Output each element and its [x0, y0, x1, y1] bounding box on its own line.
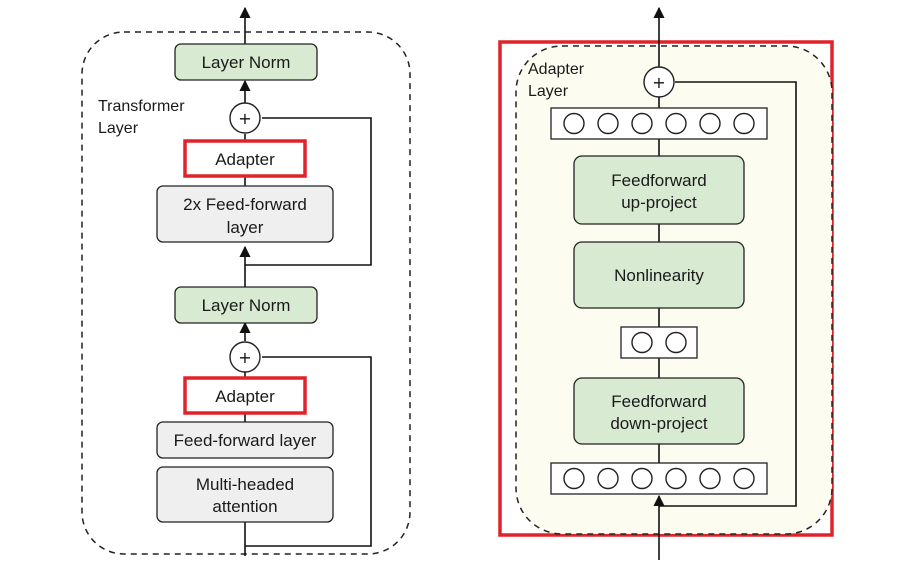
adapter-plus-label: +	[652, 73, 665, 92]
bottom-unit-circle-icon	[631, 467, 653, 490]
bottom-adapter-label: Adapter	[215, 387, 275, 406]
middle-layer-norm-label: Layer Norm	[202, 296, 291, 315]
adapter-add-circle-icon	[643, 66, 675, 98]
top-units-circles	[563, 112, 755, 135]
feed-forward-layer-box	[156, 421, 334, 459]
feed-forward-layer-label: Feed-forward layer	[174, 431, 317, 450]
adapter-layer-panel: Adapter Layer + Feedforward up-project N…	[498, 6, 834, 560]
bottom-unit-circle-icon	[563, 467, 585, 490]
bottom-unit-circle-icon	[597, 467, 619, 490]
nonlinearity-box	[573, 241, 745, 309]
feed-forward-2x-line2: layer	[227, 218, 264, 237]
transformer-caption-line2: Layer	[98, 120, 139, 137]
top-unit-circle-icon	[563, 112, 585, 135]
multi-headed-attention-box	[156, 466, 334, 523]
up-project-line2: up-project	[621, 193, 697, 212]
bottom-unit-circle-icon	[733, 467, 755, 490]
feedforward-up-project-box	[573, 155, 745, 225]
transformer-layer-dashed-boundary	[81, 31, 411, 555]
top-units-row	[550, 107, 768, 140]
bottom-unit-circle-icon	[665, 467, 687, 490]
bottom-unit-circle-icon	[699, 467, 721, 490]
feed-forward-2x-line1: 2x Feed-forward	[183, 195, 307, 214]
multi-headed-attention-line2: attention	[212, 497, 277, 516]
top-unit-circle-icon	[733, 112, 755, 135]
down-project-line2: down-project	[610, 414, 708, 433]
top-adapter-box	[183, 139, 307, 178]
top-plus-label: +	[238, 109, 251, 128]
top-layer-norm-label: Layer Norm	[202, 53, 291, 72]
bottom-units-row	[550, 462, 768, 495]
adapter-caption-line2: Layer	[528, 83, 569, 100]
adapter-skip-connection	[659, 81, 797, 507]
bottom-units-circles	[563, 467, 755, 490]
top-adapter-label: Adapter	[215, 150, 275, 169]
top-unit-circle-icon	[597, 112, 619, 135]
middle-layer-norm-box	[174, 286, 318, 324]
transformer-caption-line1: Transformer	[98, 98, 185, 115]
nonlinearity-label: Nonlinearity	[614, 266, 704, 285]
down-project-line1: Feedforward	[611, 392, 706, 411]
adapter-caption-line1: Adapter	[528, 61, 585, 78]
top-layer-norm-box	[174, 43, 318, 81]
bottom-add-circle-icon	[229, 341, 261, 373]
top-unit-circle-icon	[699, 112, 721, 135]
top-unit-circle-icon	[665, 112, 687, 135]
residual-connection-lower	[245, 356, 372, 547]
multi-headed-attention-line1: Multi-headed	[196, 475, 294, 494]
bottleneck-unit-circle-icon	[665, 331, 687, 354]
bottom-adapter-box	[183, 376, 307, 415]
bottom-plus-label: +	[238, 348, 251, 367]
bottleneck-unit-circle-icon	[631, 331, 653, 354]
top-unit-circle-icon	[631, 112, 653, 135]
feedforward-down-project-box	[573, 377, 745, 445]
bottleneck-units-circles	[631, 331, 687, 354]
up-project-line1: Feedforward	[611, 171, 706, 190]
transformer-layer-panel: Transformer Layer Layer Norm + Adapter 2…	[81, 6, 411, 556]
residual-connection-upper	[245, 117, 372, 266]
top-add-circle-icon	[229, 102, 261, 134]
feed-forward-2x-box	[156, 185, 334, 243]
